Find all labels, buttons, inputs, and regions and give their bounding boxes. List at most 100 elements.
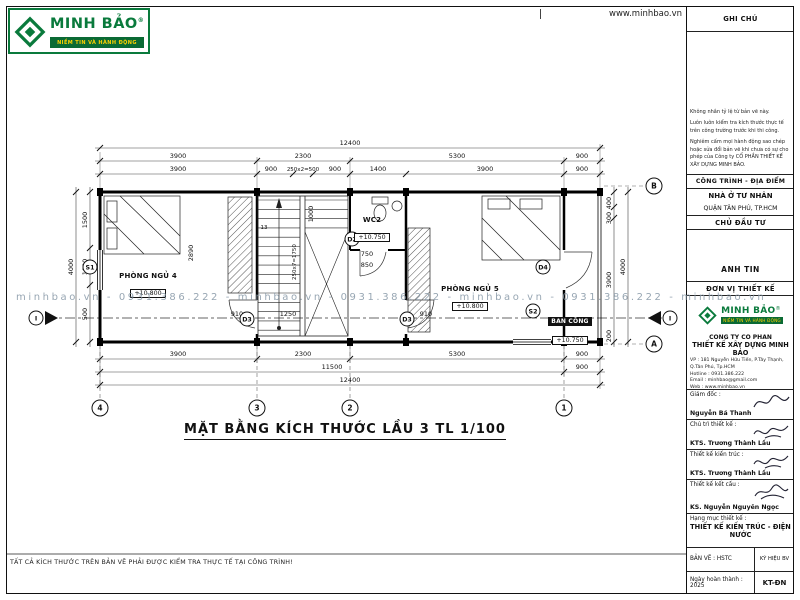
logo-tagline: NIỀM TIN VÀ HÀNH ĐỘNG bbox=[50, 37, 144, 48]
mark-bubble bbox=[525, 303, 541, 319]
axis-bubble bbox=[91, 399, 109, 417]
dimension-label: 910 bbox=[231, 310, 243, 318]
category-label: Hạng mục thiết kế : bbox=[690, 516, 747, 522]
company-line: CÔNG TY CỔ PHẦN bbox=[709, 334, 772, 341]
room-name: BAN CÔNG bbox=[548, 317, 592, 326]
bubble-label: 3 bbox=[254, 404, 259, 413]
dimension-label: 1250 bbox=[280, 310, 297, 318]
dimension-label: 1400 bbox=[370, 165, 387, 173]
drawing-code-value: KT-ĐN bbox=[754, 571, 794, 594]
dimension-label: 900 bbox=[576, 363, 588, 371]
mark-bubble bbox=[535, 259, 551, 275]
room-name: WC2 bbox=[362, 216, 382, 224]
dimension-label: 500 bbox=[81, 308, 89, 320]
note-line: Nghiêm cấm mọi hành động sao chép hoặc s… bbox=[690, 139, 789, 168]
dimension-label: 13 bbox=[261, 225, 268, 231]
axis-bubble bbox=[645, 177, 663, 195]
address-line: VP : 181 Nguyễn Hữu Tiến, P.Tây Thạnh, Q… bbox=[690, 358, 784, 370]
axis-bubble bbox=[645, 335, 663, 353]
notes-header: GHI CHÚ bbox=[687, 6, 794, 32]
dimension-label: 3900 bbox=[170, 165, 187, 173]
mark-bubble bbox=[399, 311, 415, 327]
room-level: +10.750 bbox=[354, 233, 390, 242]
role-label: Thiết kế kiến trúc : bbox=[690, 452, 744, 458]
walls bbox=[97, 190, 602, 345]
minhbao-logo-icon bbox=[698, 305, 717, 325]
mark-bubble bbox=[82, 259, 98, 275]
company-line: THIẾT KẾ XÂY DỰNG MINH BẢO bbox=[692, 340, 789, 357]
dimension-label: 400 bbox=[605, 197, 613, 209]
minhbao-logo-icon bbox=[14, 16, 46, 48]
registered-mark: ® bbox=[775, 306, 781, 312]
designer-header: ĐƠN VỊ THIẾT KẾ bbox=[687, 282, 794, 296]
dimension-label: 12400 bbox=[340, 376, 361, 384]
role-director: Giám đốc : Nguyễn Bá Thanh bbox=[687, 390, 794, 420]
dimension-label: 12400 bbox=[340, 139, 361, 147]
bubble-label: S2 bbox=[529, 309, 538, 316]
room-name: PHÒNG NGỦ 5 bbox=[441, 285, 499, 293]
dimension-label: 250x2=500 bbox=[287, 167, 320, 173]
drawing-set-label: BẢN VẼ : HSTC bbox=[690, 556, 732, 563]
note-line: Không nhân tỷ lệ từ bản vẽ này. bbox=[690, 108, 770, 115]
dimension-label: 910 bbox=[420, 310, 432, 318]
minhbao-logo-small: MINH BẢO® NIỀM TIN VÀ HÀNH ĐỘNG bbox=[687, 296, 794, 334]
owner-name: ANH TIN bbox=[687, 230, 794, 282]
bubble-label: B bbox=[651, 182, 657, 191]
role-name: Nguyễn Bá Thanh bbox=[690, 410, 752, 417]
dimension-label: 2300 bbox=[295, 152, 312, 160]
dimension-label: 900 bbox=[576, 350, 588, 358]
project-header: CÔNG TRÌNH - ĐỊA ĐIỂM bbox=[687, 175, 794, 189]
bubble-label: D4 bbox=[538, 265, 548, 272]
dimension-label: 5300 bbox=[449, 152, 466, 160]
dimension-label: 3900 bbox=[477, 165, 494, 173]
room-level: +10.800 bbox=[452, 302, 488, 311]
drawing-info-table: BẢN VẼ : HSTC KÝ HIỆU BV Ngày hoàn thành… bbox=[687, 548, 794, 594]
company-address: VP : 181 Nguyễn Hữu Tiến, P.Tây Thạnh, Q… bbox=[687, 356, 794, 390]
room-level: +10.800 bbox=[130, 289, 166, 298]
dimension-label: 200 bbox=[605, 330, 613, 342]
dimension-label: 900 bbox=[576, 152, 588, 160]
logo-name: MINH BẢO® bbox=[50, 16, 145, 32]
drawing-title: MẶT BẰNG KÍCH THƯỚC LẦU 3 TL 1/100 bbox=[40, 418, 650, 440]
website-url: www.minhbao.vn bbox=[540, 9, 682, 19]
axis-bubble bbox=[555, 399, 573, 417]
dimension-label: 11500 bbox=[322, 363, 343, 371]
dimension-label: 300 bbox=[605, 212, 613, 224]
dimension-label: 1500 bbox=[81, 212, 89, 229]
room-label-phong-ngu-4: PHÒNG NGỦ 4 +10.800 bbox=[104, 272, 192, 299]
dimension-label: 850 bbox=[361, 261, 373, 269]
dimension-label: 3900 bbox=[170, 152, 187, 160]
role-label: Chủ trì thiết kế : bbox=[690, 422, 737, 428]
dimension-label: 1000 bbox=[307, 206, 315, 223]
role-architect: Thiết kế kiến trúc : KTS. Trương Thành L… bbox=[687, 450, 794, 480]
bubble-label: 4 bbox=[97, 404, 102, 413]
role-name: KS. Nguyễn Nguyên Ngọc bbox=[690, 504, 779, 511]
role-lead-designer: Chủ trì thiết kế : KTS. Trương Thành Lầu bbox=[687, 420, 794, 450]
logo-tagline: NIỀM TIN VÀ HÀNH ĐỘNG bbox=[721, 317, 783, 324]
stair-treads bbox=[258, 199, 348, 331]
room-name: PHÒNG NGỦ 4 bbox=[119, 272, 177, 280]
room-level: +10.750 bbox=[552, 336, 588, 345]
company-name: CÔNG TY CỔ PHẦN THIẾT KẾ XÂY DỰNG MINH B… bbox=[687, 334, 794, 356]
completion-date: Ngày hoàn thành : 2025 bbox=[690, 576, 743, 589]
room-label-ban-cong: BAN CÔNG +10.750 bbox=[538, 308, 602, 346]
section-bubble bbox=[662, 310, 678, 326]
registered-mark: ® bbox=[137, 17, 145, 25]
bubble-label: S1 bbox=[86, 265, 95, 272]
signature bbox=[753, 425, 789, 439]
role-structural-engineer: Thiết kế kết cấu : KS. Nguyễn Nguyên Ngọ… bbox=[687, 480, 794, 514]
footer-note: TẤT CẢ KÍCH THƯỚC TRÊN BẢN VẼ PHẢI ĐƯỢC … bbox=[10, 559, 293, 566]
room-label-phong-ngu-5: PHÒNG NGỦ 5 +10.800 bbox=[426, 285, 514, 312]
bubble-label: D3 bbox=[242, 317, 252, 324]
dimension-label: 4000 bbox=[67, 259, 75, 276]
dimension-label: 3900 bbox=[170, 350, 187, 358]
note-line: Luôn luôn kiểm tra kích thước thực tế tr… bbox=[690, 120, 784, 134]
bubble-label: I bbox=[35, 316, 37, 323]
mark-bubble bbox=[239, 311, 255, 327]
dimension-label: 900 bbox=[576, 165, 588, 173]
dimension-label: 750 bbox=[361, 250, 373, 258]
role-label: Thiết kế kết cấu : bbox=[690, 482, 740, 488]
signature bbox=[753, 455, 789, 469]
